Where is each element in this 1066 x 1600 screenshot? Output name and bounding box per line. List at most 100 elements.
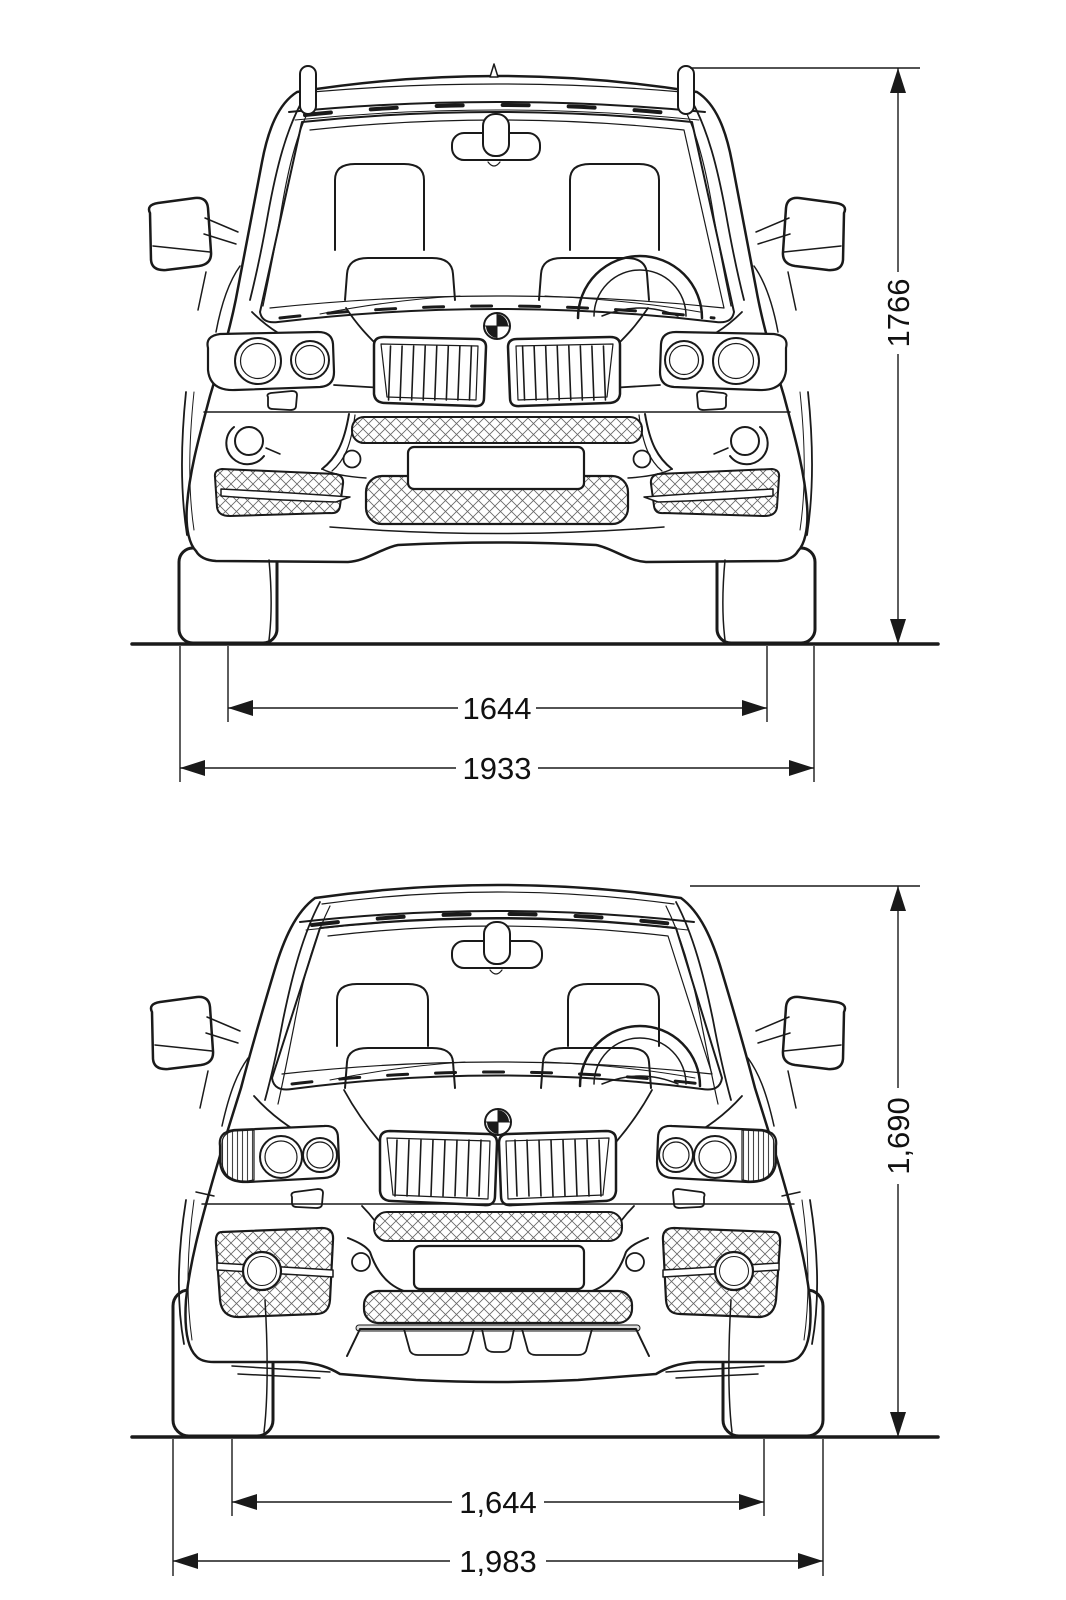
windshield-trim [288, 101, 706, 113]
headlight-lamp-inner-ring [306, 1141, 334, 1169]
grille-slat [387, 345, 392, 401]
steering-wheel-inner [593, 269, 687, 317]
windshield-trim [299, 910, 695, 923]
fog-light [241, 1250, 283, 1292]
tire-tread-line [268, 559, 272, 641]
side-mirror-glass-line [152, 245, 211, 253]
label-gap [450, 1544, 546, 1578]
upper-left-half-details [147, 65, 488, 641]
a-pillar-line-2 [277, 905, 331, 1105]
upper-vehicle-drawing [130, 63, 940, 646]
headlight-lamp-inner-ring [294, 344, 326, 376]
headrest [334, 163, 425, 251]
arrow-down [890, 619, 906, 644]
windshield-inner [269, 119, 725, 309]
seat-back [344, 1047, 456, 1089]
side-mirror-glass-line [154, 1044, 213, 1052]
arrow-up [890, 68, 906, 93]
side-mirror-arm [203, 217, 239, 245]
lower-vehicle-drawing [130, 883, 940, 1439]
grille-slat [457, 345, 461, 401]
track-label: 1,644 [459, 1485, 537, 1520]
hood-crease [343, 1089, 381, 1143]
headlight-hatched-cap [221, 1129, 255, 1182]
side-mirror-arm [205, 1016, 241, 1044]
fender-top-line [221, 1057, 249, 1127]
grille-slat [418, 1139, 422, 1197]
seat-back [344, 257, 456, 301]
parking-sensor [351, 1252, 371, 1272]
fog-light-ring [225, 426, 265, 466]
roof-line [311, 83, 683, 93]
grille-slat [430, 1139, 434, 1197]
steering-wheel-hub [601, 1075, 679, 1085]
width-label: 1933 [463, 751, 532, 786]
cowl-dashes [290, 1070, 704, 1086]
fender-top-line [215, 265, 241, 333]
arrow-right [739, 1494, 764, 1510]
grille-slat [410, 345, 415, 401]
wiper-left [319, 295, 461, 315]
arrow-down [890, 1412, 906, 1437]
roof-antenna [489, 63, 499, 78]
wheel-arch-line [178, 1199, 187, 1345]
side-mirror [149, 995, 215, 1071]
grille-slat [433, 345, 438, 401]
skid-tab-center [481, 1328, 515, 1353]
grille-slat [394, 1139, 398, 1197]
trim-dashes [303, 103, 691, 117]
steering-wheel-outer [576, 254, 704, 320]
kidney-grille-rim [380, 343, 479, 401]
track-extension-lines [231, 1439, 765, 1516]
windshield [259, 111, 735, 324]
tire-tread-line [263, 1299, 268, 1433]
washer-cover [290, 1188, 324, 1209]
grille-slat [422, 345, 427, 401]
arrow-left [180, 760, 205, 776]
grille-slat [478, 1139, 482, 1197]
mirror-mount [487, 161, 501, 167]
windshield [271, 917, 723, 1091]
a-pillar-line-2 [262, 99, 315, 307]
bumper-side-step [195, 1191, 215, 1197]
lower-left-half-details [149, 901, 499, 1433]
headlight-lamp-outer [259, 1135, 303, 1179]
fog-light-tick [265, 447, 281, 455]
bumper-lip-line [329, 526, 665, 535]
side-skirt-lines [231, 1365, 331, 1379]
width-label: 1,983 [459, 1544, 537, 1579]
grille-slat [442, 1139, 446, 1197]
arrow-left [232, 1494, 257, 1510]
bumper-cascade [321, 468, 367, 479]
label-gap [880, 1088, 916, 1184]
license-plate-blank [412, 1244, 586, 1291]
grille-slat [399, 345, 403, 401]
kidney-grille-rim [386, 1137, 491, 1200]
steering-wheel-outer [578, 1024, 702, 1088]
arrow-up [890, 886, 906, 911]
upper-mesh-grille [373, 1211, 623, 1242]
cowl-dashes [278, 304, 716, 320]
side-intake-blade [220, 488, 351, 503]
track-extension-lines [227, 646, 768, 722]
steering-wheel-inner [593, 1037, 687, 1085]
grille-slat [466, 1139, 470, 1197]
width-extension-lines [179, 646, 815, 782]
door-edge-line [197, 271, 207, 311]
a-pillar-line [249, 95, 306, 301]
track-label: 1644 [463, 691, 532, 726]
headlight-lamp-outer [234, 337, 282, 385]
grille-slat [468, 345, 473, 401]
door-edge-line [199, 1070, 209, 1109]
skid-tab-right [521, 1328, 593, 1356]
steering-wheel-hub [601, 307, 679, 317]
headlight-lamp-outer-ring [239, 342, 277, 380]
headlight-lamp-inner [290, 340, 330, 380]
skid-plate [346, 1328, 650, 1357]
lower-dimensions: 1,690 1,644 1,983 [172, 885, 920, 1579]
grille-slat [406, 1139, 410, 1197]
arrow-right [742, 700, 767, 716]
washer-cover [266, 390, 298, 411]
parking-sensor [342, 449, 362, 469]
